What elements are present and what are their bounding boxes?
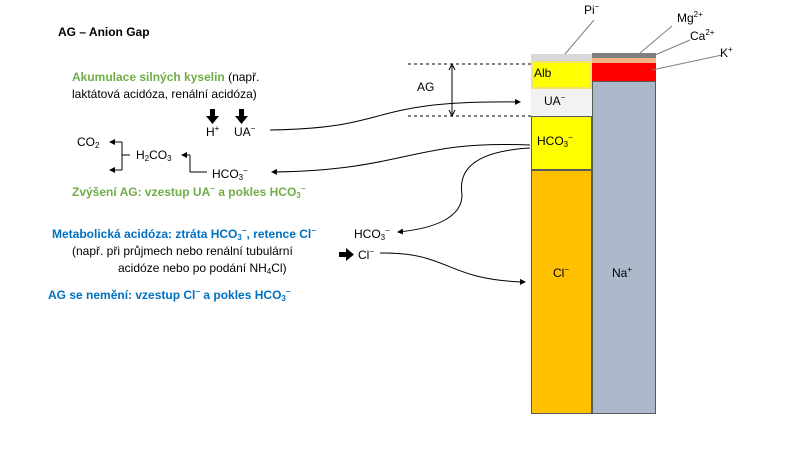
ua-block <box>531 89 592 116</box>
mg-block <box>592 53 656 58</box>
hco3-middle-label: HCO3− <box>354 226 390 242</box>
ag-increase-text: Zvýšení AG: vzestup UA− a pokles HCO3− <box>72 184 306 200</box>
metabolic-examples-line1: (např. při průjmech nebo renální tubulár… <box>72 244 293 258</box>
cl-middle-label: Cl− <box>358 247 375 262</box>
na-block <box>592 81 656 414</box>
cl-column-label: Cl− <box>553 265 570 280</box>
co2-label: CO2 <box>77 135 100 150</box>
k-label: K+ <box>720 45 733 60</box>
acid-accumulation-text: Akumulace silných kyselin (např. <box>72 70 260 84</box>
metabolic-acidosis-text: Metabolická acidóza: ztráta HCO3−, reten… <box>52 226 316 242</box>
cl-block <box>531 170 592 414</box>
mg-label: Mg2+ <box>677 10 703 25</box>
k-block <box>592 63 656 81</box>
ca-label: Ca2+ <box>690 28 715 43</box>
alb-block <box>531 61 592 89</box>
h-ion-label: H+ <box>206 124 220 139</box>
metabolic-examples-line2: acidóze nebo po podání NH4Cl) <box>118 261 287 276</box>
h2co3-label: H2CO3 <box>136 148 172 163</box>
ag-label: AG <box>417 80 435 94</box>
ca-block <box>592 58 656 63</box>
ua-label: UA− <box>544 93 566 108</box>
pi-label: Pi− <box>584 2 600 17</box>
pi-bar <box>531 54 592 61</box>
hco3-block <box>531 116 592 170</box>
hco3-left-label: HCO3− <box>212 166 248 182</box>
na-column-label: Na+ <box>612 265 633 280</box>
acid-examples-text: laktátová acidóza, renální acidóza) <box>72 87 257 101</box>
ua-ion-label: UA− <box>234 124 256 139</box>
page-title: AG – Anion Gap <box>58 25 150 39</box>
alb-label: Alb <box>534 66 552 80</box>
hco3-column-label: HCO3− <box>537 133 573 149</box>
ag-unchanged-text: AG se nemění: vzestup Cl− a pokles HCO3− <box>48 287 291 303</box>
